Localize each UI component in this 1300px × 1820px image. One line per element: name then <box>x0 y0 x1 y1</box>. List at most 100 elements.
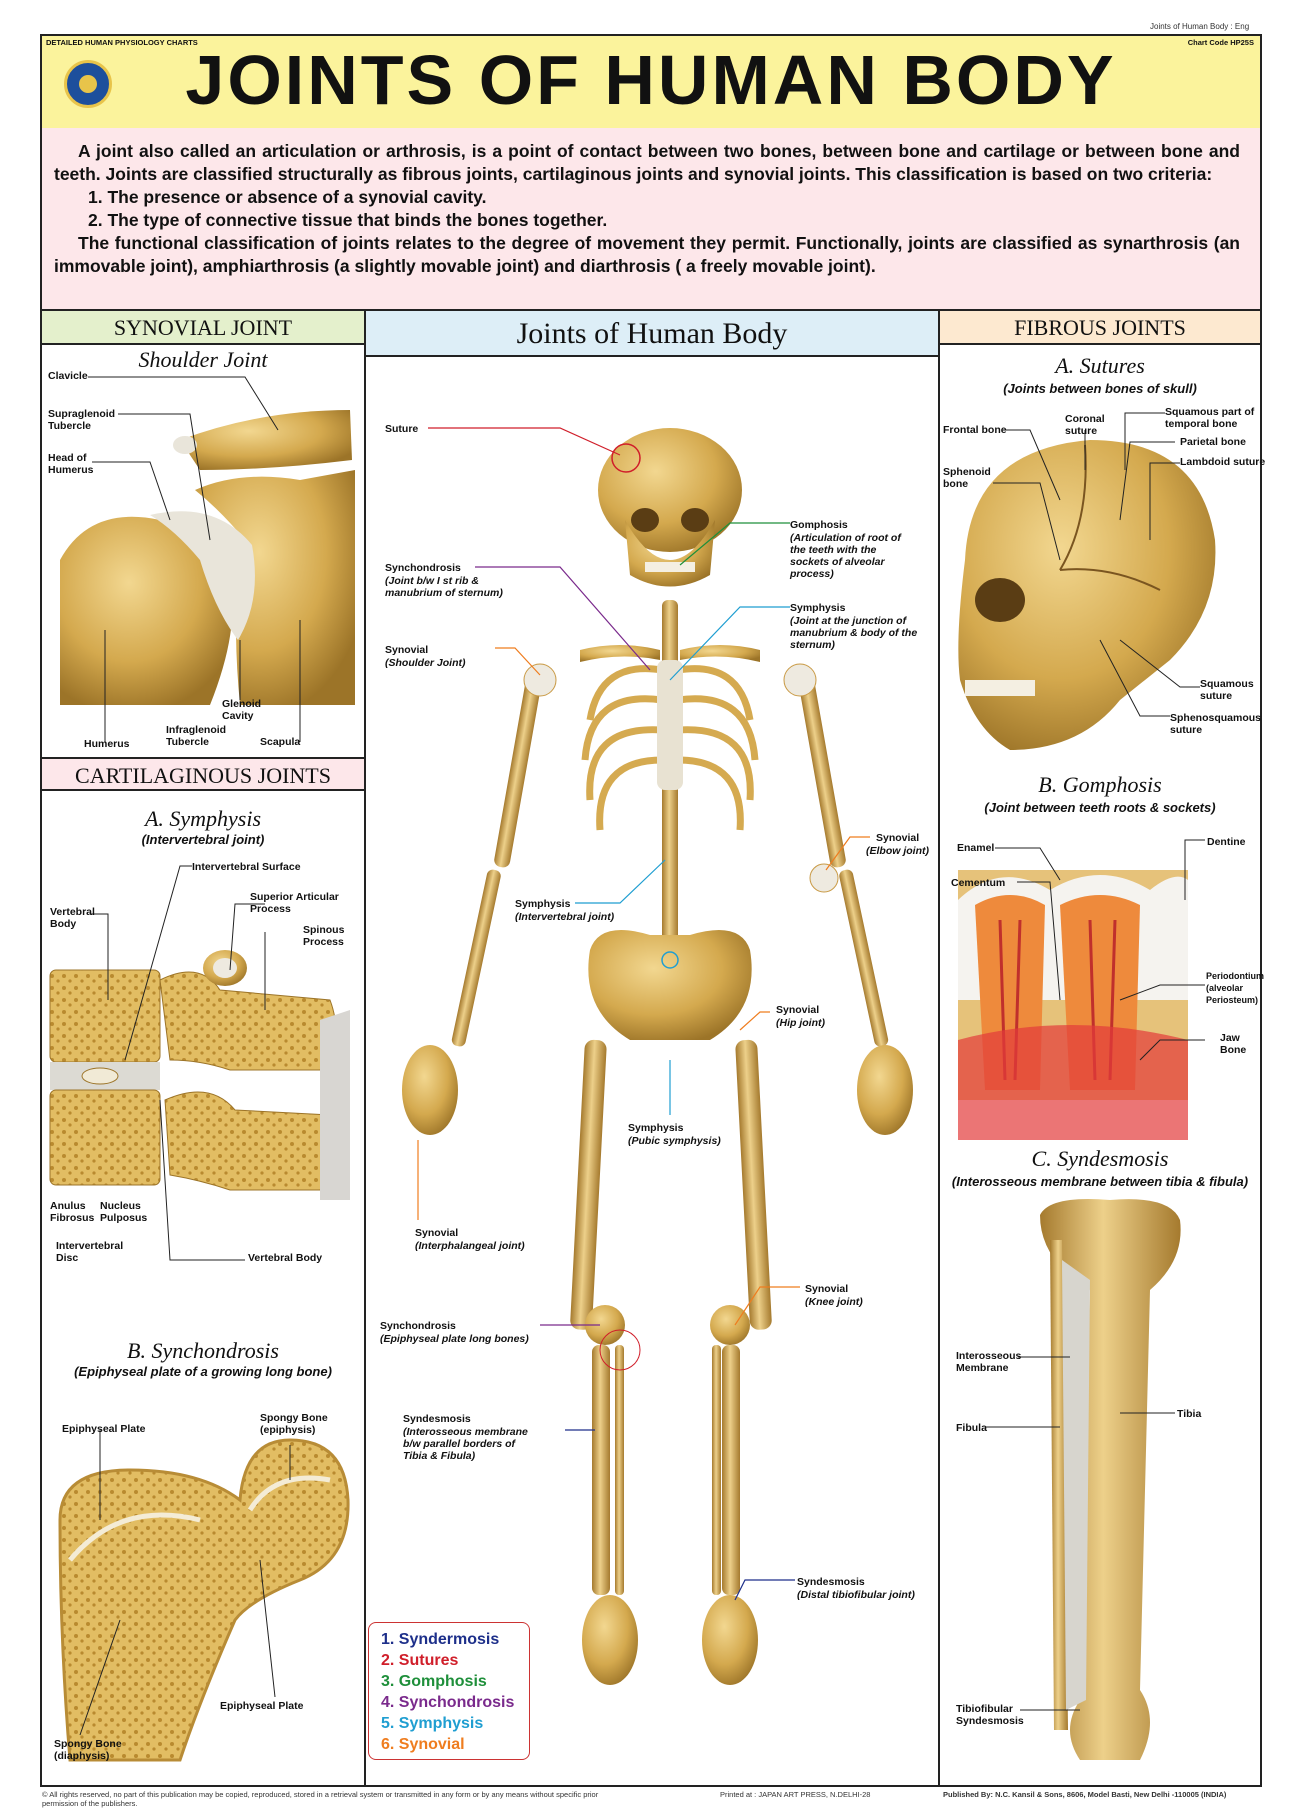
intro-paragraph-1: A joint also called an articulation or a… <box>54 141 1240 184</box>
chart-code: Chart Code HP25S <box>1187 38 1254 47</box>
label-synovial-hip: Synovial <box>776 1004 820 1016</box>
teeth-illustration <box>958 870 1188 1140</box>
label-spongy-diaphysis: Spongy Bone (diaphysis) <box>54 1738 122 1762</box>
legend-item-synovial: 6. Synovial <box>381 1736 465 1753</box>
label-spongy-epiphysis: Spongy Bone (epiphysis) <box>260 1412 328 1436</box>
footer-rights: © All rights reserved, no part of this p… <box>42 1790 599 1808</box>
label-jaw-bone: Jaw Bone <box>1220 1032 1247 1056</box>
label-syndesmosis-distal: Syndesmosis <box>797 1576 865 1588</box>
label-synovial-elbow-note: (Elbow joint) <box>866 845 929 857</box>
label-synchondrosis-epi: Synchondrosis <box>380 1320 456 1332</box>
legend-item-syndermosis: 1. Syndermosis <box>381 1631 500 1648</box>
label-parietal-bone: Parietal bone <box>1180 436 1246 448</box>
label-suture: Suture <box>385 423 419 435</box>
symphysis-illustration <box>49 950 350 1200</box>
fibrous-joints-heading: FIBROUS JOINTS <box>940 311 1260 345</box>
label-synovial-knee-note: (Knee joint) <box>805 1296 863 1308</box>
label-periodontium: Periodontium (alveolar Periosteum) <box>1206 971 1264 1005</box>
intro-criterion-1: 1. The presence or absence of a synovial… <box>88 187 487 207</box>
skeleton-leader-lines <box>417 427 870 1601</box>
legend-item-synchondrosis: 4. Synchondrosis <box>381 1694 515 1711</box>
label-intervertebral-disc: Intervertebral Disc <box>56 1240 124 1264</box>
label-synovial-shoulder: Synovial <box>385 644 429 656</box>
label-synchondrosis-epi-note: (Epiphyseal plate long bones) <box>380 1333 529 1345</box>
cartilaginous-joints-heading: CARTILAGINOUS JOINTS <box>42 757 364 791</box>
synchondrosis-note: (Epiphyseal plate of a growing long bone… <box>74 1364 332 1379</box>
label-enamel: Enamel <box>957 842 995 854</box>
label-clavicle: Clavicle <box>48 370 88 382</box>
sutures-title: A. Sutures <box>1055 353 1145 378</box>
label-infraglenoid: Infraglenoid Tubercle <box>166 724 227 748</box>
label-sphenoid-bone: Sphenoid bone <box>943 466 991 490</box>
label-head-humerus: Head of Humerus <box>48 452 94 476</box>
label-syndesmosis-mid: Syndesmosis <box>403 1413 471 1425</box>
label-symphysis-iv-note: (Intervertebral joint) <box>515 911 615 923</box>
syndesmosis-note: (Interosseous membrane between tibia & f… <box>951 1174 1249 1189</box>
label-cementum: Cementum <box>951 877 1006 889</box>
label-interosseous-membrane: Interosseous Membrane <box>956 1350 1022 1374</box>
tibia-fibula-illustration <box>1040 1199 1181 1760</box>
syndesmosis-title: C. Syndesmosis <box>1031 1146 1169 1171</box>
label-supraglenoid: Supraglenoid Tubercle <box>48 408 116 432</box>
legend-item-gomphosis: 3. Gomphosis <box>381 1673 487 1690</box>
label-syndesmosis-mid-note: (Interosseous membrane b/w parallel bord… <box>403 1426 528 1462</box>
label-nucleus-pulposus: Nucleus Pulposus <box>100 1200 148 1224</box>
synchondrosis-title: B. Synchondrosis <box>127 1338 279 1363</box>
label-intervertebral-surface: Intervertebral Surface <box>192 861 301 873</box>
skeleton-illustration <box>402 428 913 1685</box>
label-lambdoid-suture: Lambdoid suture <box>1180 456 1266 468</box>
label-synchondrosis-note: (Joint b/w I st rib & manubrium of stern… <box>385 575 503 599</box>
label-synovial-elbow: Synovial <box>876 832 920 844</box>
label-glenoid: Glenoid Cavity <box>222 698 262 722</box>
intro-text: A joint also called an articulation or a… <box>42 128 1260 311</box>
label-gomphosis: Gomphosis <box>790 519 848 531</box>
synovial-joint-heading: SYNOVIAL JOINT <box>42 311 364 345</box>
center-heading: Joints of Human Body <box>366 311 938 357</box>
publisher-logo <box>64 60 112 108</box>
label-fibula: Fibula <box>956 1422 987 1434</box>
panel-leader-lines <box>79 376 1205 1736</box>
label-synchondrosis: Synchondrosis <box>385 562 461 574</box>
label-epiphyseal-plate-1: Epiphyseal Plate <box>62 1423 146 1435</box>
footer-printer: Printed at : JAPAN ART PRESS, N.DELHI-28 <box>720 1790 871 1799</box>
legend-item-sutures: 2. Sutures <box>381 1652 459 1669</box>
label-anulus-fibrosus: Anulus Fibrosus <box>50 1200 95 1224</box>
label-sphenosquamous-suture: Sphenosquamous suture <box>1170 712 1262 736</box>
label-scapula: Scapula <box>260 736 301 748</box>
label-synovial-ip: Synovial <box>415 1227 459 1239</box>
header: DETAILED HUMAN PHYSIOLOGY CHARTS Chart C… <box>42 36 1260 130</box>
label-frontal-bone: Frontal bone <box>943 424 1007 436</box>
divider-right <box>938 311 940 1787</box>
intro-paragraph-2: The functional classification of joints … <box>54 233 1240 276</box>
page-title: JOINTS OF HUMAN BODY <box>185 41 1117 119</box>
poster-frame <box>40 34 1262 1787</box>
synchondrosis-illustration <box>58 1438 350 1762</box>
label-humerus: Humerus <box>84 738 130 750</box>
label-symphysis-sternum-note: (Joint at the junction of manubrium & bo… <box>790 615 918 651</box>
top-meta: Joints of Human Body : Eng <box>1150 22 1250 31</box>
symphysis-title: A. Symphysis <box>144 806 262 831</box>
sutures-note: (Joints between bones of skull) <box>1003 381 1197 396</box>
label-epiphyseal-plate-2: Epiphyseal Plate <box>220 1700 304 1712</box>
label-coronal-suture: Coronal suture <box>1065 413 1105 437</box>
label-synovial-ip-note: (Interphalangeal joint) <box>415 1240 525 1252</box>
label-vertebral-body-top: Vertebral Body <box>50 906 95 930</box>
gomphosis-note: (Joint between teeth roots & sockets) <box>984 800 1216 815</box>
skull-illustration <box>958 440 1216 750</box>
label-synovial-shoulder-note: (Shoulder Joint) <box>385 657 466 669</box>
joint-type-legend: 1. Syndermosis 2. Sutures 3. Gomphosis 4… <box>368 1622 530 1760</box>
gomphosis-title: B. Gomphosis <box>1038 772 1162 797</box>
label-symphysis-sternum: Symphysis <box>790 602 846 614</box>
label-synovial-hip-note: (Hip joint) <box>776 1017 825 1029</box>
label-syndesmosis-distal-note: (Distal tibiofibular joint) <box>797 1589 915 1601</box>
series-label: DETAILED HUMAN PHYSIOLOGY CHARTS <box>46 38 198 47</box>
label-spinous-process: Spinous Process <box>303 924 345 948</box>
divider-left <box>364 311 366 1787</box>
label-symphysis-iv: Symphysis <box>515 898 571 910</box>
label-tibiofibular-syndesmosis: Tibiofibular Syndesmosis <box>956 1703 1024 1727</box>
label-vertebral-body: Vertebral Body <box>248 1252 323 1264</box>
label-tibia: Tibia <box>1177 1408 1202 1420</box>
label-squamous-part: Squamous part of temporal bone <box>1165 406 1255 430</box>
intro-criterion-2: 2. The type of connective tissue that bi… <box>88 210 608 230</box>
